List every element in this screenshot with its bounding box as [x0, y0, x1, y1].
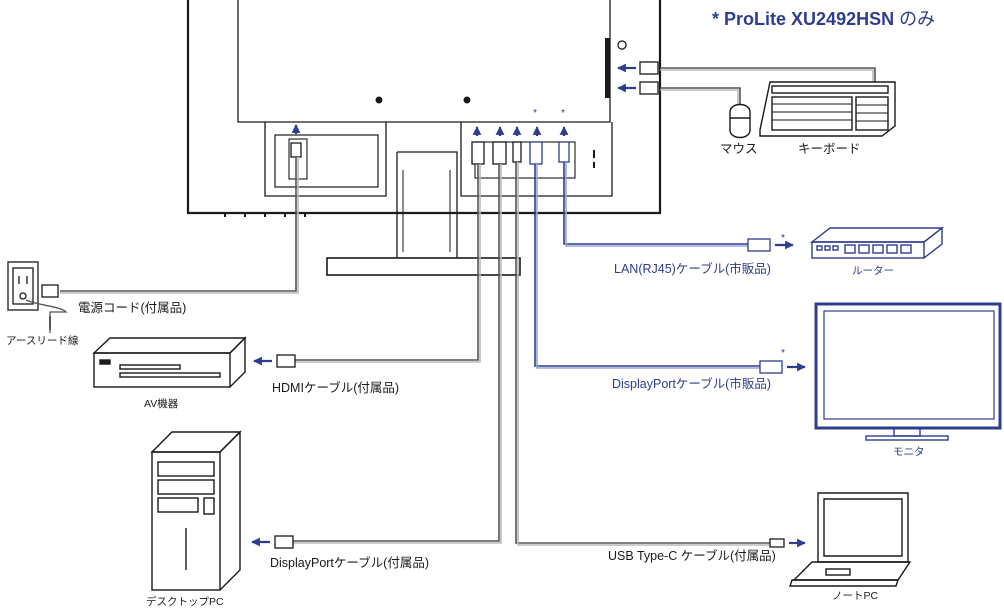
asterisk-port-lan: * — [561, 107, 566, 119]
hdmi-cable-label: HDMIケーブル(付属品) — [272, 381, 400, 395]
monitor-plugs — [290, 141, 570, 165]
wall-outlet-icon — [7, 261, 68, 333]
power-cord-label: 電源コード(付属品) — [78, 301, 187, 315]
mouse-icon — [729, 103, 751, 139]
keyboard-icon — [759, 81, 896, 137]
router-icon — [809, 226, 945, 259]
keyboard-label: キーボード — [798, 142, 861, 156]
desktop-pc-icon — [150, 430, 242, 591]
desktop-pc-label: デスクトップPC — [146, 596, 224, 608]
dp-cable-sold-label: DisplayPortケーブル(市販品) — [612, 377, 771, 391]
monitor-label: モニタ — [893, 446, 925, 458]
lan-cable-label: LAN(RJ45)ケーブル(市販品) — [614, 262, 771, 276]
earth-lead-label: アースリード線 — [6, 335, 79, 347]
asterisk-port-dp: * — [533, 107, 538, 119]
cable-ends — [41, 61, 806, 549]
usbc-cable-label: USB Type-C ケーブル(付属品) — [608, 549, 776, 563]
cables — [60, 67, 876, 546]
note-suffix: のみ — [899, 9, 936, 29]
av-device-label: AV機器 — [144, 398, 179, 410]
note-asterisk: * — [712, 9, 720, 29]
notebook-pc-label: ノートPC — [832, 590, 879, 602]
dp-cable-incl-label: DisplayPortケーブル(付属品) — [270, 556, 429, 570]
external-monitor-icon — [814, 302, 1002, 441]
asterisk-lan-plug: * — [781, 232, 786, 244]
router-label: ルーター — [852, 265, 894, 277]
note-model: ProLite XU2492HSN — [724, 9, 895, 29]
asterisk-dp-plug: * — [781, 347, 786, 359]
mouse-label: マウス — [720, 142, 758, 156]
av-device-icon — [92, 336, 247, 388]
notebook-pc-icon — [789, 492, 912, 587]
monitor-rear-panel — [186, 0, 662, 276]
model-note: * ProLite XU2492HSN のみ — [712, 10, 935, 28]
port-arrows — [291, 124, 569, 136]
